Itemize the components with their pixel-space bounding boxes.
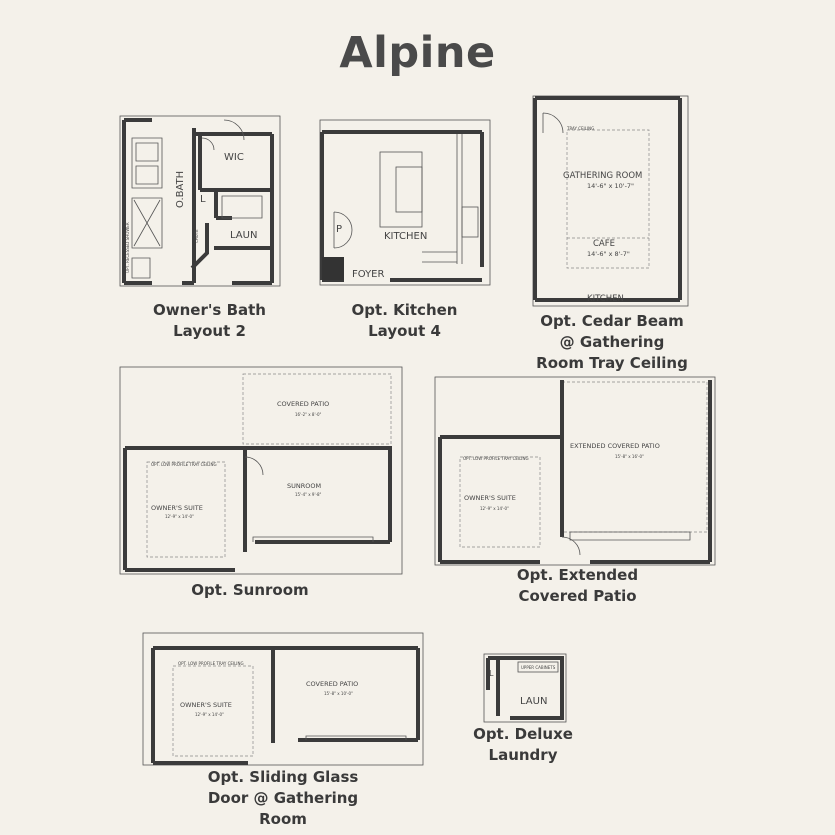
owners-bath-label-wic: WIC [224,152,244,163]
sliding-label-tray: OPT. LOW PROFILE TRAY CEILING [178,661,244,666]
sunroom-label-tray: OPT. LOW PROFILE TRAY CEILING [151,462,217,467]
sunroom-label-suite-dim: 12'-9" x 14'-0" [165,514,194,519]
sliding-label-suite-dim: 12'-9" x 14'-0" [195,712,224,717]
laundry-label-l: L [489,669,494,678]
deluxe-laundry-caption: Opt. Deluxe Laundry [473,725,573,764]
cedar-label-cafe: CAFE [593,239,615,249]
extended-label-tray: OPT. LOW PROFILE TRAY CEILING [463,456,529,461]
extended-patio-caption: Opt. Extended Covered Patio [516,566,639,605]
sliding-label-patio-dim: 15'-8" x 10'-0" [324,691,353,696]
extended-patio-plan: EXTENDED COVERED PATIO 15'-8" x 16'-0" O… [434,376,716,566]
sliding-glass-plan: OPT. LOW PROFILE TRAY CEILING OWNER'S SU… [142,632,424,766]
cedar-label-gathering-dim: 14'-6" x 10'-7" [587,182,634,190]
owners-bath-plan: WIC O.BATH LAUN L OPT. RECESSED SHOWER C… [119,115,281,287]
extended-label-suite: OWNER'S SUITE [464,494,516,502]
kitchen-label-p: P [336,224,342,235]
extended-label-suite-dim: 12'-9" x 14'-0" [480,506,509,511]
owners-bath-label-laun: LAUN [230,230,257,241]
deluxe-laundry-plan: LAUN L UPPER CABINETS [483,653,567,723]
owners-bath-label-chute: CHUTE [194,229,199,243]
laundry-label-laun: LAUN [520,696,547,707]
kitchen-label-foyer: FOYER [352,269,385,280]
cedar-label-cafe-dim: 14'-6" x 8'-7" [587,250,630,258]
sunroom-label-sunroom: SUNROOM [287,482,321,490]
extended-label-patio: EXTENDED COVERED PATIO [570,442,660,450]
cedar-beam-caption: Opt. Cedar Beam @ Gathering Room Tray Ce… [536,312,688,372]
cedar-beam-plan: TRAY CEILING GATHERING ROOM 14'-6" x 10'… [532,95,689,307]
sunroom-caption: Opt. Sunroom [191,581,309,599]
owners-bath-label-obath: O.BATH [175,171,186,208]
cedar-label-tray: TRAY CEILING [566,126,594,131]
extended-label-patio-dim: 15'-8" x 16'-0" [615,454,644,459]
sunroom-label-patio: COVERED PATIO [277,400,329,408]
laundry-label-upper: UPPER CABINETS [521,665,556,670]
sliding-label-patio: COVERED PATIO [306,680,358,688]
sunroom-label-sunroom-dim: 15'-4" x 9'-8" [295,492,322,497]
kitchen-plan: KITCHEN FOYER P [319,119,491,286]
cedar-label-gathering: GATHERING ROOM [563,171,642,181]
sunroom-label-patio-dim: 16'-2" x 8'-0" [295,412,322,417]
kitchen-caption: Opt. Kitchen Layout 4 [351,301,458,340]
owners-bath-caption: Owner's Bath Layout 2 [152,301,266,340]
sunroom-plan: COVERED PATIO 16'-2" x 8'-0" SUNROOM 15'… [119,366,403,575]
sliding-glass-caption: Opt. Sliding Glass Door @ Gathering Room [207,768,359,828]
owners-bath-label-shower: OPT. RECESSED SHOWER [125,222,130,273]
sunroom-label-suite: OWNER'S SUITE [151,504,203,512]
page-title: Alpine [339,28,496,78]
sliding-label-suite: OWNER'S SUITE [180,701,232,709]
owners-bath-label-l: L [200,194,206,205]
kitchen-label-kitchen: KITCHEN [384,231,427,242]
cedar-label-kitchen: KITCHEN [587,294,624,304]
